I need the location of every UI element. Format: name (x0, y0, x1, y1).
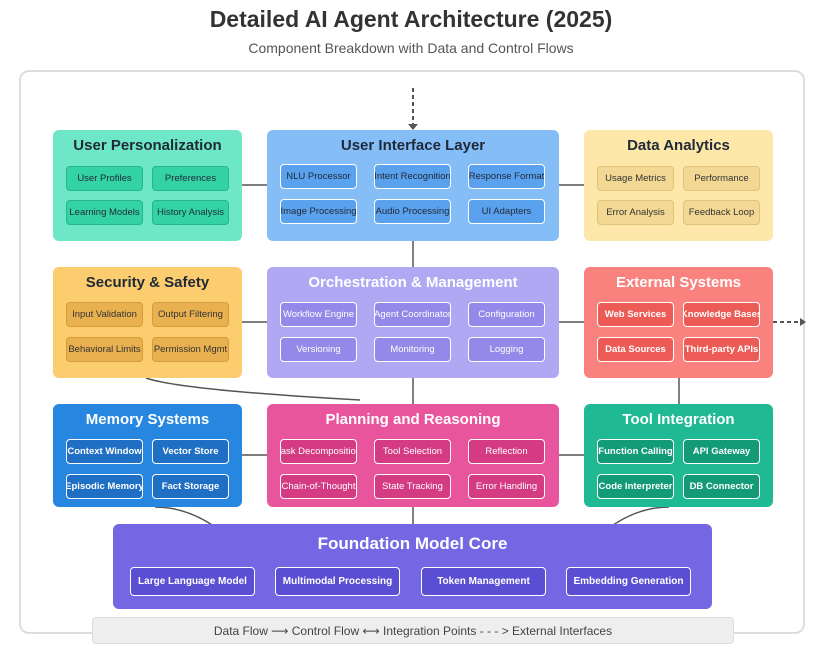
chip-agent-coordinator: Agent Coordinator (374, 302, 451, 327)
chip-feedback-loop: Feedback Loop (683, 200, 760, 225)
security-safety-title: Security & Safety (85, 274, 210, 291)
chip-chain-of-thought: Chain-of-Thought (280, 474, 357, 499)
chip-tool-selection: Tool Selection (374, 439, 451, 464)
chip-reflection: Reflection (468, 439, 545, 464)
chip-performance: Performance (683, 166, 760, 191)
chip-embedding-generation: Embedding Generation (566, 567, 691, 596)
chip-task-decomposition: Task Decomposition (280, 439, 357, 464)
chip-token-management: Token Management (421, 567, 546, 596)
chip-audio-processing: Audio Processing (374, 199, 451, 224)
chip-vector-store: Vector Store (152, 439, 229, 464)
chip-input-validation: Input Validation (66, 302, 143, 327)
chip-data-sources: Data Sources (597, 337, 674, 362)
chip-error-handling: Error Handling (468, 474, 545, 499)
chip-behavioral-limits: Behavioral Limits (66, 337, 143, 362)
data-analytics-box: Data Analytics Usage Metrics Performance… (584, 130, 773, 241)
chip-nlu-processor: NLU Processor (280, 164, 357, 189)
foundation-model-core-box: Foundation Model Core Large Language Mod… (113, 524, 712, 609)
page-title: Detailed AI Agent Architecture (2025) (209, 6, 613, 32)
chip-multimodal-processing: Multimodal Processing (275, 567, 400, 596)
legend: Data Flow ⟶ Control Flow ⟷ Integration P… (92, 617, 734, 644)
chip-api-gateway: API Gateway (683, 439, 760, 464)
user-personalization-title: User Personalization (73, 137, 222, 154)
user-personalization-box: User Personalization User Profiles Prefe… (53, 130, 242, 241)
chip-output-filtering: Output Filtering (152, 302, 229, 327)
chip-context-window: Context Window (66, 439, 143, 464)
chip-error-analysis: Error Analysis (597, 200, 674, 225)
chip-episodic-memory: Episodic Memory (66, 474, 143, 499)
memory-systems-title: Memory Systems (85, 411, 210, 428)
planning-reasoning-box: Planning and Reasoning Task Decompositio… (267, 404, 559, 507)
chip-preferences: Preferences (152, 166, 229, 191)
chip-large-language-model: Large Language Model (130, 567, 255, 596)
chip-versioning: Versioning (280, 337, 357, 362)
chip-function-calling: Function Calling (597, 439, 674, 464)
chip-third-party-apis: Third-party APIs (683, 337, 760, 362)
chip-db-connector: DB Connector (683, 474, 760, 499)
chip-configuration: Configuration (468, 302, 545, 327)
chip-fact-storage: Fact Storage (152, 474, 229, 499)
chip-knowledge-bases: Knowledge Bases (683, 302, 760, 327)
chip-workflow-engine: Workflow Engine (280, 302, 357, 327)
chip-monitoring: Monitoring (374, 337, 451, 362)
tool-integration-title: Tool Integration (622, 411, 735, 428)
chip-learning-models: Learning Models (66, 200, 143, 225)
foundation-model-core-title: Foundation Model Core (317, 534, 508, 553)
chip-state-tracking: State Tracking (374, 474, 451, 499)
user-interface-layer-title: User Interface Layer (340, 137, 486, 154)
orchestration-management-box: Orchestration & Management Workflow Engi… (267, 267, 559, 378)
chip-web-services: Web Services (597, 302, 674, 327)
chip-user-profiles: User Profiles (66, 166, 143, 191)
external-systems-box: External Systems Web Services Knowledge … (584, 267, 773, 378)
page-subtitle: Component Breakdown with Data and Contro… (248, 40, 574, 56)
chip-ui-adapters: UI Adapters (468, 199, 545, 224)
chip-permission-mgmt: Permission Mgmt (152, 337, 229, 362)
memory-systems-box: Memory Systems Context Window Vector Sto… (53, 404, 242, 507)
external-systems-title: External Systems (615, 274, 742, 291)
planning-reasoning-title: Planning and Reasoning (325, 411, 501, 428)
orchestration-management-title: Orchestration & Management (308, 274, 518, 291)
data-analytics-title: Data Analytics (627, 137, 730, 154)
chip-history-analysis: History Analysis (152, 200, 229, 225)
chip-intent-recognition: Intent Recognition (374, 164, 451, 189)
tool-integration-box: Tool Integration Function Calling API Ga… (584, 404, 773, 507)
chip-usage-metrics: Usage Metrics (597, 166, 674, 191)
chip-response-format: Response Format (468, 164, 545, 189)
user-interface-layer-box: User Interface Layer NLU Processor Inten… (267, 130, 559, 241)
chip-image-processing: Image Processing (280, 199, 357, 224)
chip-code-interpreter: Code Interpreter (597, 474, 674, 499)
security-safety-box: Security & Safety Input Validation Outpu… (53, 267, 242, 378)
chip-logging: Logging (468, 337, 545, 362)
